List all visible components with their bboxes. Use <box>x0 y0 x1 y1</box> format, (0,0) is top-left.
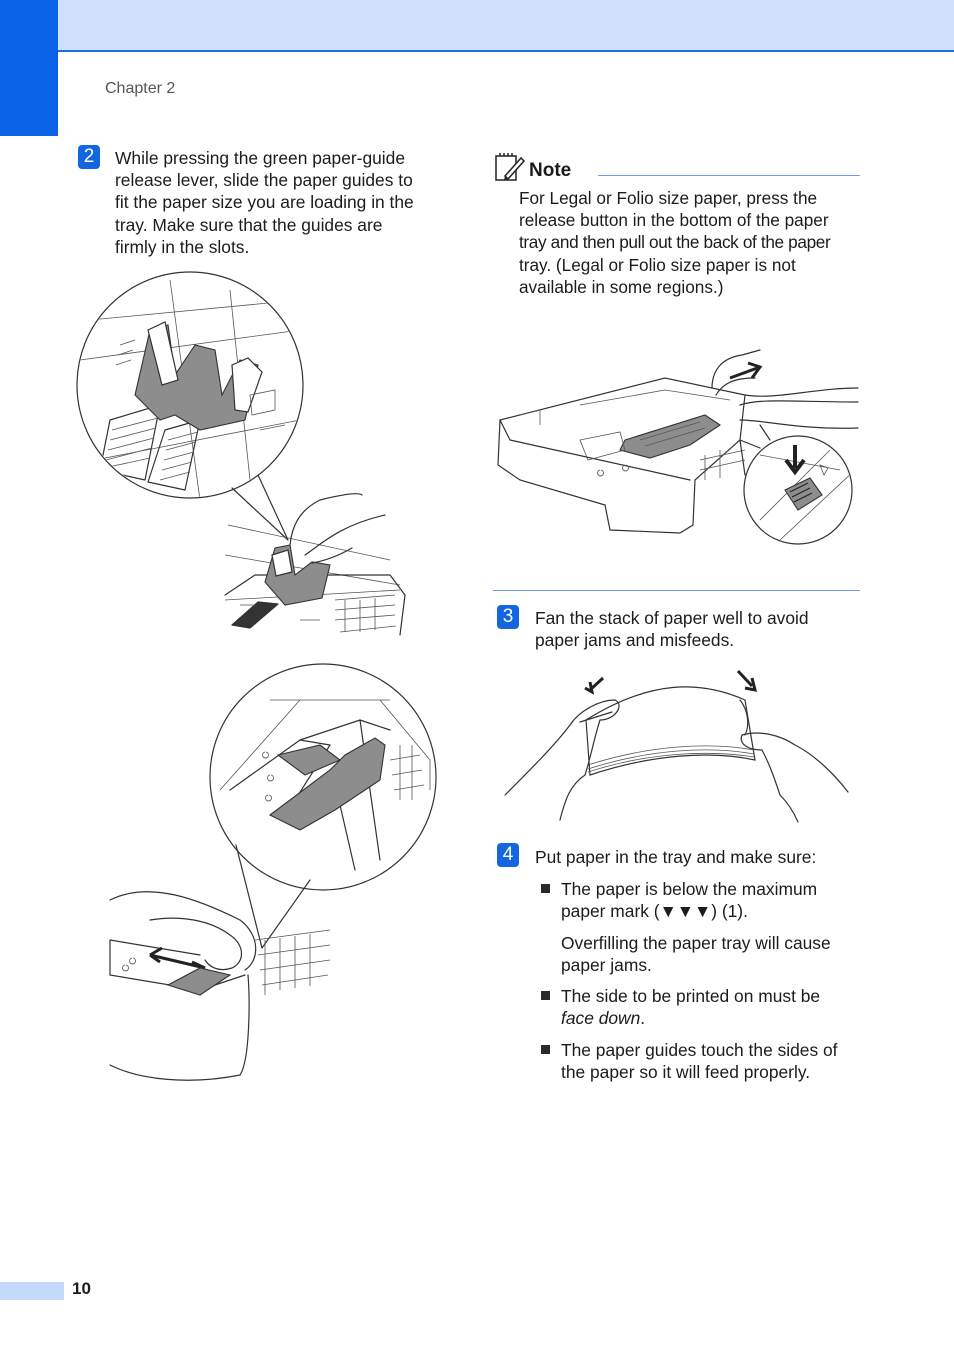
step-2-badge: 2 <box>78 145 100 169</box>
page-number: 10 <box>72 1279 91 1298</box>
note-end-divider <box>493 590 860 591</box>
footer-band <box>0 1282 64 1300</box>
step-4-text: Put paper in the tray and make sure: <box>535 847 817 867</box>
note-title: Note <box>529 160 572 181</box>
step-3-text: Fan the stack of paper well to avoid pap… <box>535 608 809 651</box>
chapter-tab <box>0 0 58 136</box>
bullet-square <box>541 991 550 1000</box>
chapter-label: Chapter 2 <box>105 80 176 97</box>
note-icon <box>495 153 526 181</box>
note-text: For Legal or Folio size paper, press the… <box>519 188 831 297</box>
note-divider <box>598 175 860 176</box>
bullet-square <box>541 1045 550 1054</box>
step-4-badge: 4 <box>497 843 519 867</box>
step-2-text: While pressing the green paper-guide rel… <box>115 148 414 257</box>
header-band <box>0 0 954 52</box>
bullet-square <box>541 884 550 893</box>
step-3-badge: 3 <box>497 605 519 629</box>
